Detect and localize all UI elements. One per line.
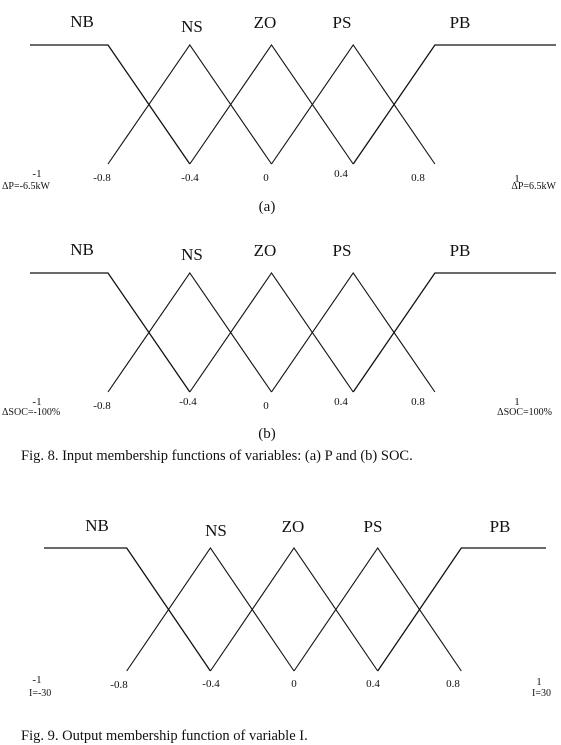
- subfigure-label-b: (b): [258, 426, 276, 442]
- membership-line-zo: [209, 547, 379, 672]
- set-label-nb: NB: [85, 516, 109, 535]
- left-variable-label: ΔSOC=-100%: [2, 407, 60, 418]
- tick-label: 0.8: [411, 172, 425, 184]
- set-label-zo: ZO: [254, 241, 277, 260]
- figure-8-caption: Fig. 8. Input membership functions of va…: [21, 448, 413, 464]
- membership-line-ps: [271, 44, 436, 165]
- membership-line-nb: [30, 272, 191, 393]
- set-label-nb: NB: [70, 240, 94, 259]
- tick-label: -0.4: [181, 172, 199, 184]
- tick-label: -0.8: [93, 172, 111, 184]
- tick-label: 0.8: [411, 396, 425, 408]
- tick-label: -1: [32, 396, 41, 408]
- membership-line-zo: [189, 44, 354, 165]
- right-variable-label: ΔP=6.5kW: [511, 181, 556, 192]
- membership-line-ns: [126, 547, 295, 672]
- set-label-zo: ZO: [254, 13, 277, 32]
- tick-label: 0: [263, 172, 269, 184]
- membership-chart-b: NB NS ZO PS PB -1 -0.8 -0.4 0 0.4 0.8 1 …: [2, 240, 556, 418]
- tick-label: 0.8: [446, 678, 460, 690]
- membership-line-nb: [30, 44, 191, 165]
- set-label-zo: ZO: [282, 517, 305, 536]
- set-label-pb: PB: [450, 241, 471, 260]
- right-variable-label: I=30: [532, 688, 551, 699]
- tick-label: 1: [514, 173, 520, 185]
- membership-line-zo: [189, 272, 354, 393]
- set-label-ps: PS: [333, 13, 352, 32]
- tick-label: 0.4: [334, 396, 348, 408]
- tick-label: -1: [32, 168, 41, 180]
- set-label-ns: NS: [181, 245, 203, 264]
- left-variable-label: I=-30: [29, 688, 51, 699]
- tick-label: 1: [514, 396, 520, 408]
- membership-line-ps: [293, 547, 462, 672]
- membership-line-ns: [107, 272, 272, 393]
- set-label-ns: NS: [181, 17, 203, 36]
- membership-line-ps: [271, 272, 436, 393]
- tick-label: -0.4: [179, 396, 197, 408]
- set-label-nb: NB: [70, 12, 94, 31]
- membership-line-pb: [377, 547, 546, 672]
- set-label-ns: NS: [205, 521, 227, 540]
- left-variable-label: ΔP=-6.5kW: [2, 181, 50, 192]
- tick-label: -0.8: [93, 400, 111, 412]
- right-variable-label: ΔSOC=100%: [497, 407, 552, 418]
- tick-label: -1: [32, 674, 41, 686]
- tick-label: -0.4: [202, 678, 220, 690]
- membership-line-pb: [352, 44, 556, 165]
- membership-line-nb: [44, 547, 211, 672]
- set-label-pb: PB: [450, 13, 471, 32]
- figure-9-caption: Fig. 9. Output membership function of va…: [21, 728, 308, 744]
- tick-label: 0: [291, 678, 297, 690]
- set-label-pb: PB: [490, 517, 511, 536]
- subfigure-label-a: (a): [258, 199, 276, 215]
- tick-label: -0.8: [110, 679, 128, 691]
- membership-chart-output: NB NS ZO PS PB -1 -0.8 -0.4 0 0.4 0.8 1 …: [29, 516, 551, 699]
- membership-line-ns: [107, 44, 272, 165]
- set-label-ps: PS: [364, 517, 383, 536]
- tick-label: 0: [263, 400, 269, 412]
- set-label-ps: PS: [333, 241, 352, 260]
- membership-line-pb: [352, 272, 556, 393]
- tick-label: 1: [536, 676, 542, 688]
- tick-label: 0.4: [334, 168, 348, 180]
- tick-label: 0.4: [366, 678, 380, 690]
- membership-chart-a: NB NS ZO PS PB -1 -0.8 -0.4 0 0.4 0.8 1 …: [2, 12, 557, 192]
